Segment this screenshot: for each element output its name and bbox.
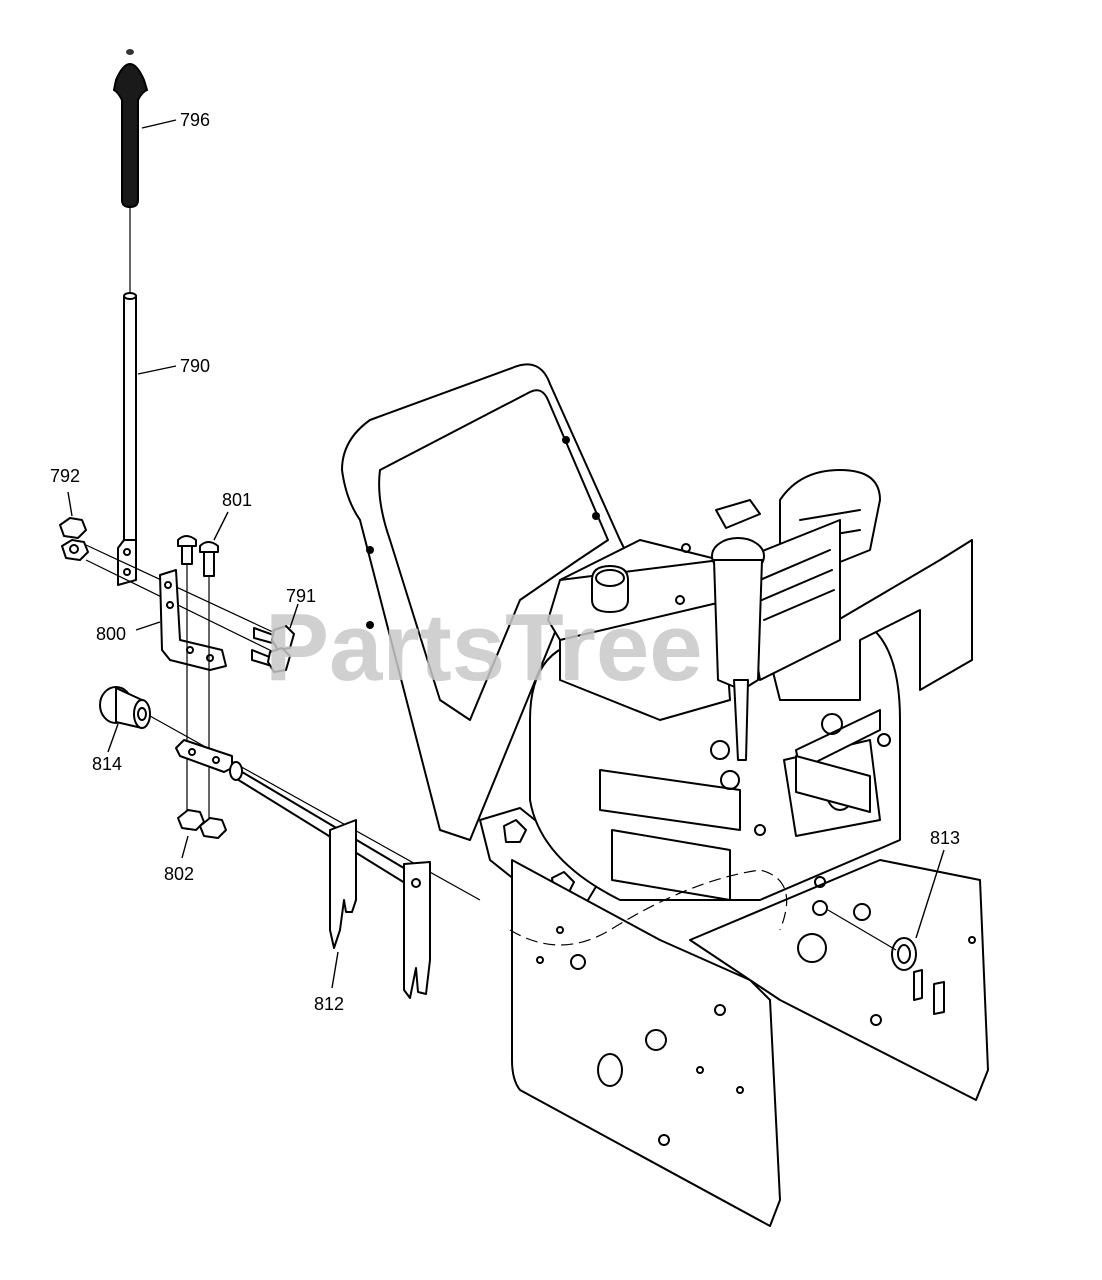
callout-813[interactable]: 813	[930, 828, 960, 848]
shift-link-plate[interactable]	[175, 739, 233, 773]
hex-bolts-791[interactable]	[251, 625, 295, 673]
shift-rod[interactable]	[117, 292, 137, 586]
callout-792[interactable]: 792	[50, 466, 80, 486]
callout-796[interactable]: 796	[180, 110, 210, 130]
handle-frame[interactable]	[341, 363, 651, 921]
callout-leaders	[67, 119, 945, 989]
callout-801[interactable]: 801	[222, 490, 252, 510]
shift-lever-grip[interactable]	[112, 49, 149, 209]
frame-side-plate-left[interactable]	[511, 859, 781, 1227]
watermark: PartsTree	[265, 594, 703, 701]
hex-nuts-802[interactable]	[177, 809, 227, 839]
callout-790[interactable]: 790	[180, 356, 210, 376]
phantom-line	[509, 869, 788, 946]
output-shaft[interactable]	[795, 755, 871, 813]
retaining-ring-813[interactable]	[812, 900, 917, 971]
callout-812[interactable]: 812	[314, 994, 344, 1014]
bolt-alignment-line	[85, 544, 291, 641]
engine[interactable]	[529, 469, 973, 901]
callout-802[interactable]: 802	[164, 864, 194, 884]
shift-fork-shaft-812[interactable]	[229, 761, 431, 999]
callout-791[interactable]: 791	[286, 586, 316, 606]
carriage-bolts-801[interactable]	[177, 535, 219, 835]
shift-bracket[interactable]	[159, 569, 227, 671]
callout-800[interactable]: 800	[96, 624, 126, 644]
callout-labels: 796 790 792 801 791 800 814 802 812 813	[50, 110, 960, 1014]
lock-nut-pair-792[interactable]	[59, 517, 89, 561]
callout-814[interactable]: 814	[92, 754, 122, 774]
flange-bushing-814[interactable]	[99, 686, 151, 729]
frame-side-plate-right[interactable]	[689, 859, 989, 1101]
